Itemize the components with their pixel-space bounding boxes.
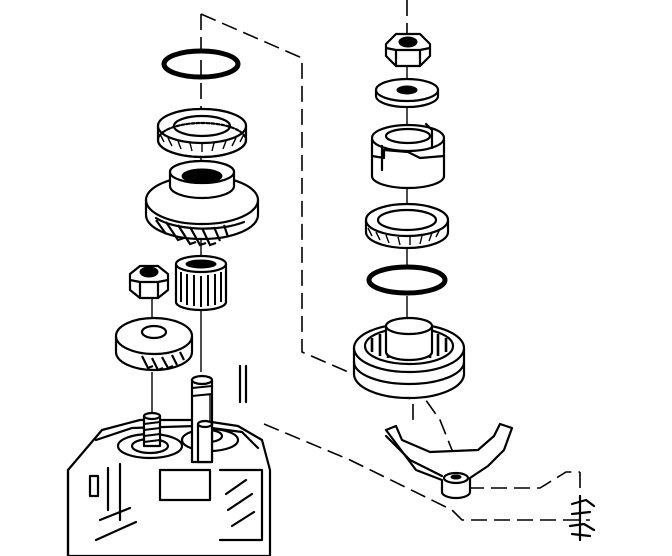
synchro-hub bbox=[352, 316, 466, 400]
snap-ring-right bbox=[366, 264, 448, 296]
gear-housing bbox=[66, 364, 272, 556]
shift-fork bbox=[384, 422, 514, 500]
spring-clip bbox=[568, 494, 596, 542]
slotted-collar bbox=[370, 122, 446, 190]
pinion-gear bbox=[114, 316, 194, 372]
needle-bearing bbox=[174, 254, 228, 312]
helical-gear bbox=[144, 159, 260, 247]
bearing-race-right bbox=[364, 202, 450, 250]
bearing-race-left bbox=[156, 107, 248, 159]
lock-nut-left bbox=[128, 264, 170, 300]
hex-nut-right bbox=[384, 32, 432, 68]
snap-ring-left bbox=[161, 48, 241, 80]
washer-right bbox=[374, 77, 440, 109]
